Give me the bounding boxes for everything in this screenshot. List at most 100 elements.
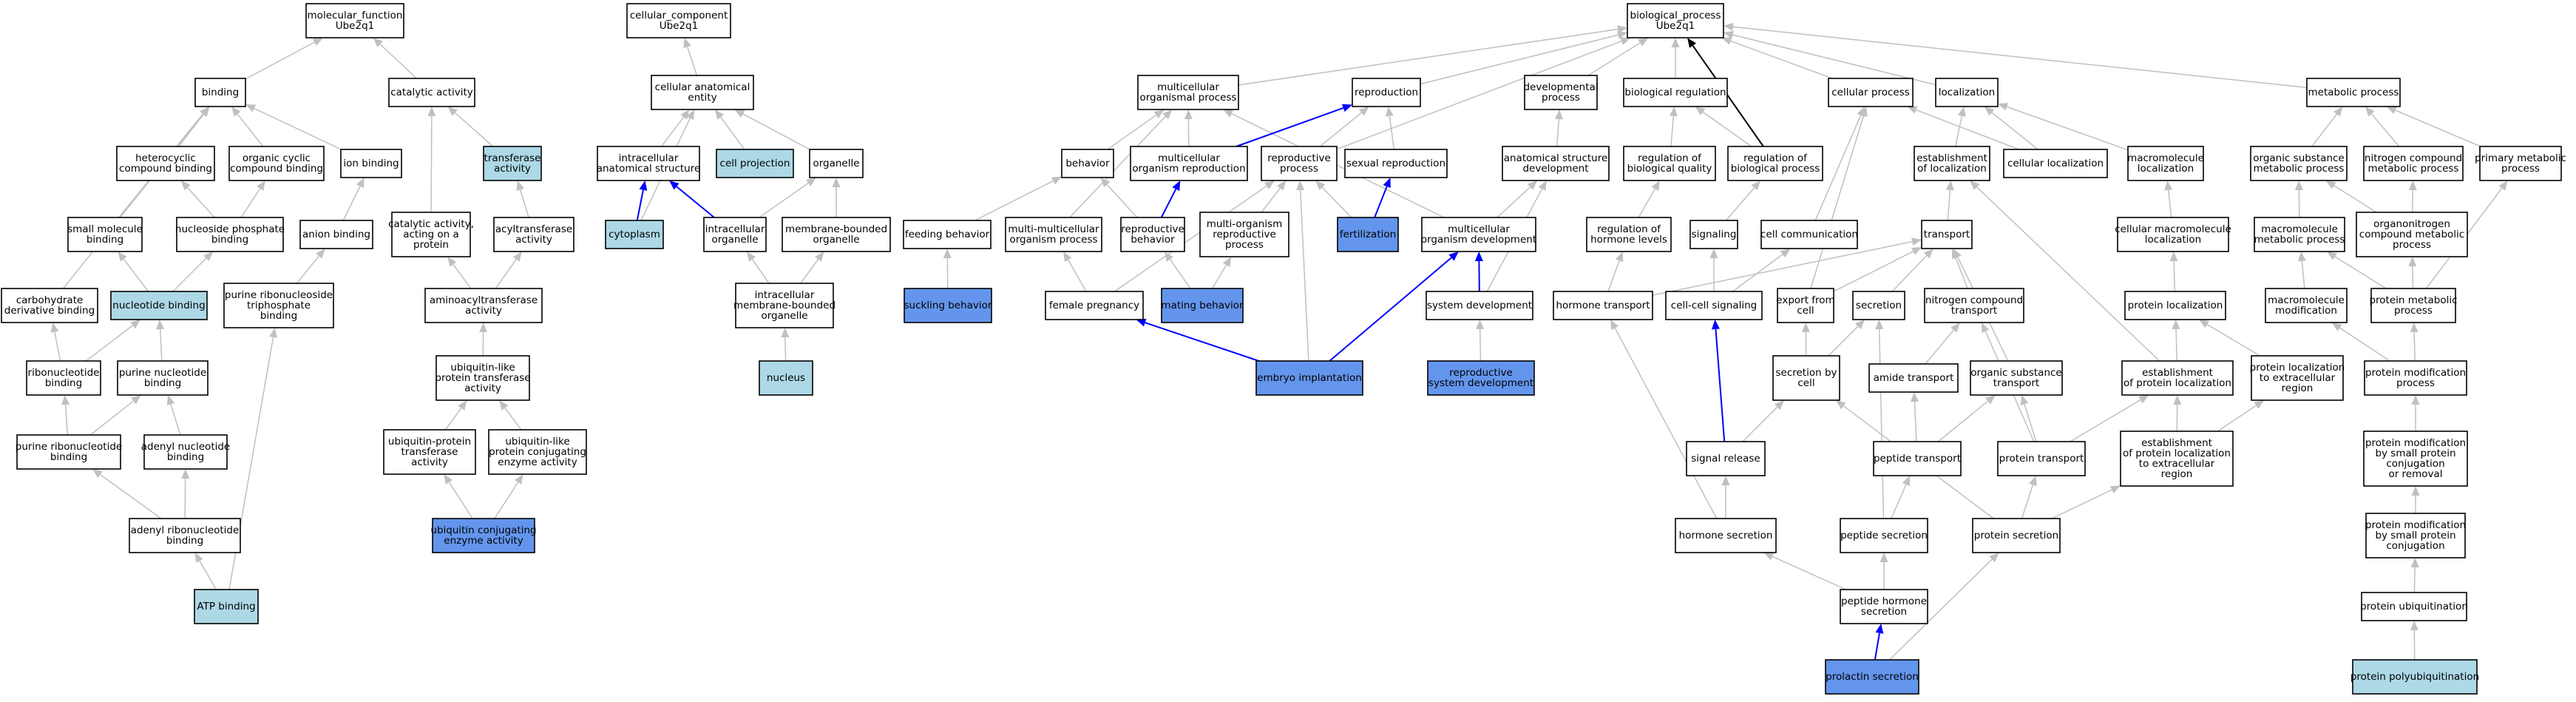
go-term-node-htrans[interactable]: hormone transport: [1553, 291, 1653, 320]
go-term-node-cellproj[interactable]: cell projection: [716, 149, 794, 178]
go-term-node-sigrel[interactable]: signal release: [1686, 441, 1766, 476]
go-term-node-binding[interactable]: binding: [194, 78, 246, 107]
go-term-node-feed[interactable]: feeding behavior: [903, 220, 992, 249]
go-term-node-cellcomm[interactable]: cell communication: [1760, 220, 1858, 249]
go-term-node-cellproc[interactable]: cellular process: [1828, 78, 1914, 107]
go-term-node-amide[interactable]: amide transport: [1868, 363, 1959, 393]
go-term-node-ccsig[interactable]: cell-cell signaling: [1665, 291, 1763, 320]
go-term-node-nucb[interactable]: nucleotide binding: [110, 291, 208, 320]
go-term-node-anionb[interactable]: anion binding: [299, 220, 373, 249]
go-term-node-ppubiq[interactable]: protein polyubiquitination: [2350, 659, 2479, 695]
go-term-node-secretion[interactable]: secretion: [1852, 291, 1905, 320]
go-term-node-pubiq[interactable]: protein ubiquitination: [2360, 592, 2468, 621]
go-term-node-catact[interactable]: catalytic activity: [388, 78, 475, 107]
go-term-node-prolsec[interactable]: prolactin secretion: [1825, 659, 1919, 695]
go-term-node-cyto[interactable]: cytoplasm: [605, 220, 664, 249]
go-term-node-prottrans[interactable]: protein transport: [1997, 441, 2086, 476]
go-term-node-behavior[interactable]: behavior: [1061, 149, 1114, 178]
go-term-node-loc[interactable]: localization: [1935, 78, 1999, 107]
go-term-node-nucleus[interactable]: nucleus: [759, 360, 813, 396]
go-term-node-sexrep[interactable]: sexual reproduction: [1344, 149, 1448, 178]
go-term-node-protloc[interactable]: protein localization: [2124, 291, 2226, 320]
go-term-node-sysdev[interactable]: system development: [1426, 291, 1533, 320]
go-term-node-embryo[interactable]: embryo implantation: [1255, 360, 1363, 396]
go-term-node-peptrans[interactable]: peptide transport: [1873, 441, 1962, 476]
go-term-node-suck[interactable]: suckling behavior: [904, 288, 992, 323]
go-term-node-bioreg[interactable]: biological regulation: [1623, 78, 1728, 107]
go-term-node-pepsec[interactable]: peptide secretion: [1840, 518, 1928, 553]
go-term-node-protsec[interactable]: protein secretion: [1972, 518, 2061, 553]
go-term-node-signaling[interactable]: signaling: [1689, 220, 1738, 249]
go-term-node-hsec[interactable]: hormone secretion: [1675, 518, 1777, 553]
go-term-node-fpreg[interactable]: female pregnancy: [1045, 291, 1144, 320]
go-term-node-repro[interactable]: reproduction: [1352, 78, 1421, 107]
go-term-node-transport[interactable]: transport: [1921, 220, 1973, 249]
go-term-node-ionb[interactable]: ion binding: [340, 149, 402, 178]
go-term-node-organelle[interactable]: organelle: [809, 149, 864, 178]
go-term-node-metab[interactable]: metabolic process: [2306, 78, 2401, 107]
go-term-node-mating[interactable]: mating behavior: [1161, 288, 1244, 323]
go-term-node-atp[interactable]: ATP binding: [194, 589, 259, 624]
go-term-node-cellloc[interactable]: cellular localization: [2003, 149, 2108, 178]
go-term-node-fert[interactable]: fertilization: [1337, 217, 1399, 252]
